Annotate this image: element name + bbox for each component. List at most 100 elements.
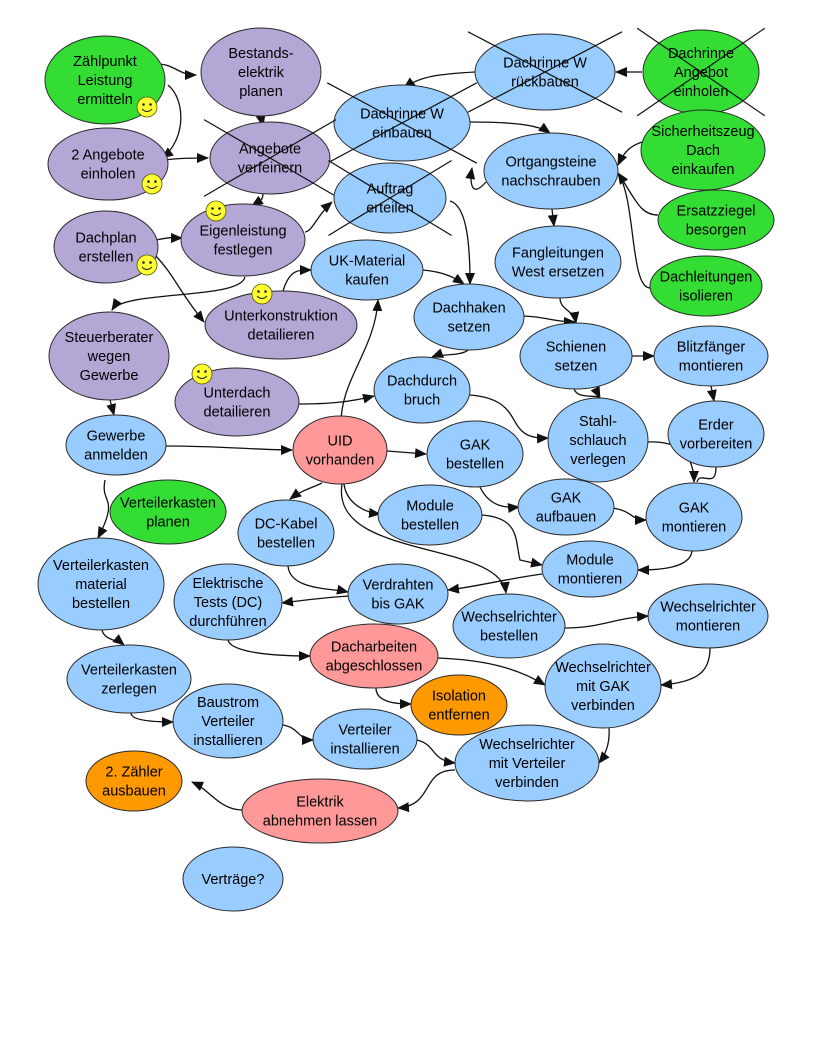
edge-loop-ortgangsteine (465, 167, 487, 190)
node-label-line: Dachrinne W (503, 56, 587, 72)
edge-uid-module (343, 483, 381, 518)
edge-verteilerkastenplanen-material (97, 479, 110, 539)
node-shape (172, 683, 284, 759)
edge-uid-uk (340, 299, 383, 426)
edge-uid-dckabel (289, 482, 323, 500)
edge-dachplan-eigenleistung (155, 232, 183, 243)
node-shape (413, 283, 525, 351)
edge-auftrag-dachhaken (449, 200, 475, 285)
node-label-line: 2 Angebote (71, 148, 144, 164)
node-label-line: mit Verteiler (489, 756, 566, 772)
node-label-line: entfernen (428, 708, 489, 724)
edge-gakbestellen-gakaufbauen (479, 486, 520, 513)
node-label-line: UK-Material (329, 254, 406, 270)
node-label-line: bis GAK (371, 597, 425, 613)
node-label-line: Schienen (546, 340, 606, 356)
node-label-line: bestellen (446, 457, 504, 473)
edge-dachplan-unterkonstruktion (154, 254, 205, 323)
node-shape (312, 708, 418, 770)
node-shape (204, 290, 358, 360)
node-label-line: planen (239, 84, 283, 100)
node-label-line: festlegen (214, 243, 273, 259)
edge-erder-gak (696, 466, 717, 483)
node-shape (410, 674, 508, 736)
node-label-line: Dachhaken (432, 301, 505, 317)
node-shape (66, 644, 192, 714)
edge-eigenleistung-auftrag (304, 201, 333, 233)
node-label-line: Verträge? (202, 872, 265, 888)
cross-stroke-b (328, 159, 452, 237)
edge-einbauen-ortgangsteine (469, 121, 551, 134)
node-label-line: verbinden (495, 775, 559, 791)
node-label-line: Verteiler (201, 714, 254, 730)
edge-wrgak-wrverteiler (598, 727, 610, 764)
node-label-line: abgeschlossen (326, 659, 423, 675)
node-label-line: verfeinern (238, 161, 302, 177)
edge-zaehlpunkt-angebote (161, 84, 182, 159)
node-shape (48, 311, 170, 401)
edge-baustrom-verteiler (282, 724, 314, 745)
node-label-line: Zählpunkt (73, 54, 137, 70)
node-label-line: anmelden (84, 448, 148, 464)
node-label-line: Auftrag (367, 182, 414, 198)
edge-blitzfaenger-erder (706, 385, 717, 402)
node-shape (649, 255, 763, 317)
node-label-line: ermitteln (77, 92, 133, 108)
node-label-line: erstellen (79, 250, 134, 266)
node-label-line: bestellen (257, 536, 315, 552)
edge-verdrahten-tests (281, 595, 351, 607)
node-label-line: material (75, 577, 127, 593)
node-label-line: Sicherheitszeug (651, 124, 754, 140)
node-shape (292, 415, 388, 485)
edge-schienen-stahlschlauch (573, 385, 601, 399)
node-label-line: Baustrom (197, 695, 259, 711)
node-label-line: verbinden (571, 698, 635, 714)
cross-stroke-b (326, 82, 478, 164)
node-label-line: montieren (558, 572, 622, 588)
node-shape (53, 210, 159, 284)
edge-ortgangsteine-fangleitungen (547, 208, 558, 227)
smiley-icon (205, 200, 227, 222)
node-label-line: nachschrauben (501, 174, 600, 190)
node-shape (310, 239, 424, 301)
node-shape (65, 414, 167, 476)
node-shape (647, 583, 769, 649)
node-label-line: vorhanden (306, 453, 375, 469)
node-shape (640, 109, 766, 191)
node-label-line: Gewerbe (87, 429, 146, 445)
node-label-line: Leistung (78, 73, 133, 89)
node-shape (657, 189, 775, 251)
node-label-line: montieren (679, 359, 743, 375)
node-label-line: zerlegen (101, 682, 157, 698)
node-label-line: bestellen (480, 629, 538, 645)
node-shape (173, 563, 283, 641)
edge-zerlegen-baustrom (130, 712, 174, 727)
node-label-line: Isolation (432, 689, 486, 705)
node-isolation: Isolation entfernen (410, 674, 508, 736)
node-shape (645, 482, 743, 552)
edge-gakaufbauen-gakmontieren (612, 507, 647, 525)
node-label-line: ausbauen (102, 784, 166, 800)
edge-dacharbeiten-wrgak (437, 657, 546, 686)
node-shape (174, 367, 300, 437)
node-shape (37, 537, 165, 631)
node-label-line: Wechselrichter (660, 600, 756, 616)
node-gewerbe: Gewerbe anmelden (65, 414, 167, 476)
